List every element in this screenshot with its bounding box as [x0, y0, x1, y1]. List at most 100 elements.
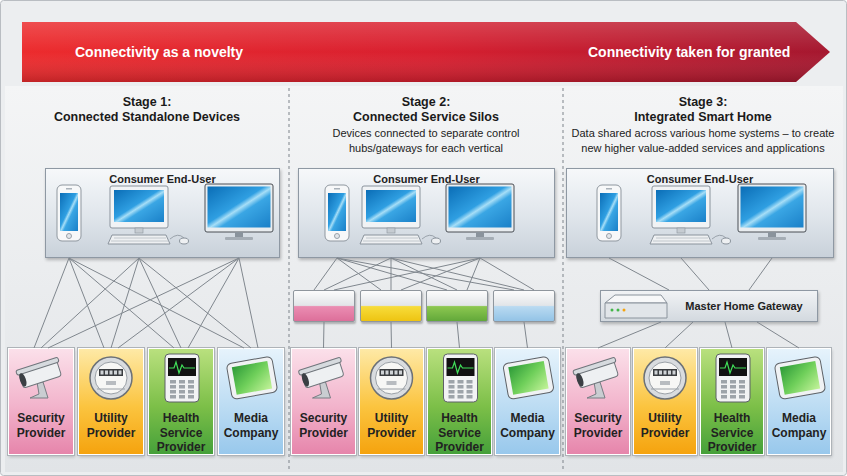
banner-arrow: Connectivity as a novelty Connectivity ta…: [22, 22, 830, 82]
meter-icon: [644, 357, 686, 399]
connector-line: [323, 322, 325, 348]
consumer-box: Consumer End-User: [45, 168, 280, 258]
gateway-box: [293, 290, 355, 322]
desktop-computer-icon: [108, 186, 189, 244]
stage-panel: Stage 2:Connected Service SilosDevices c…: [289, 88, 563, 470]
provider-box: Media Company: [767, 348, 831, 455]
connector-line: [48, 258, 239, 348]
consumer-box: Consumer End-User: [298, 168, 555, 258]
gateway-box: [426, 290, 488, 322]
provider-box: Security Provider: [566, 348, 630, 455]
tablet-icon: [503, 356, 555, 399]
connector-line: [524, 322, 528, 348]
connector-line: [681, 258, 709, 290]
connector-line: [118, 258, 239, 348]
desktop-computer-icon: [650, 186, 731, 244]
connector-line: [391, 258, 457, 290]
provider-box: Health Service Provider: [700, 348, 764, 455]
banner-label: Connectivity taken for granted: [588, 22, 790, 82]
connector-line: [337, 258, 514, 290]
provider-box: Utility Provider: [78, 348, 144, 455]
connector-line: [324, 258, 391, 290]
connector-line: [139, 258, 181, 348]
master-gateway-box: Master Home Gateway: [600, 290, 818, 322]
monitor-icon: [738, 184, 806, 240]
banner-arrow-fill: [22, 22, 830, 82]
box-label: Consumer End-User: [567, 169, 833, 186]
connector-line: [337, 258, 381, 290]
provider-box: Utility Provider: [633, 348, 697, 455]
desktop-computer-icon: [360, 186, 441, 244]
provider-label: Utility Provider: [79, 411, 143, 440]
device-icons: [57, 184, 806, 244]
consumer-box: Consumer End-User: [566, 168, 834, 258]
connector-line: [239, 258, 258, 348]
stage-panel: Stage 3:Integrated Smart HomeData shared…: [563, 88, 843, 470]
stage-heading: Connected Service Silos: [289, 110, 563, 125]
camera-icon: [298, 357, 346, 398]
connector-line: [334, 258, 480, 290]
stage-panel: Stage 1:Connected Standalone DevicesCons…: [5, 88, 289, 470]
connector-line: [725, 322, 732, 348]
stage-background: [5, 86, 843, 472]
connector-line: [314, 258, 337, 290]
stage-heading: Connected Standalone Devices: [5, 110, 289, 125]
stage-separator: [289, 88, 290, 470]
connector-line: [401, 258, 480, 290]
provider-label: Utility Provider: [634, 411, 696, 440]
camera-icon: [573, 357, 621, 398]
provider-label: Media Company: [496, 411, 559, 440]
provider-label: Media Company: [768, 411, 830, 440]
banner-label: Connectivity as a novelty: [75, 22, 243, 82]
connector-line: [749, 258, 772, 290]
connector-line: [69, 258, 104, 348]
connector-line: [665, 322, 693, 348]
provider-box: Security Provider: [8, 348, 74, 455]
provider-box: Health Service Provider: [427, 348, 492, 455]
gateway-box: [360, 290, 422, 322]
connector-line: [41, 258, 139, 348]
smartphone-icon: [597, 185, 621, 241]
tablet-icon: [226, 356, 278, 399]
connector-line: [34, 258, 69, 348]
connector-line: [139, 258, 251, 348]
stage-heading: Stage 1:: [5, 95, 289, 110]
meter-icon: [371, 357, 413, 399]
provider-label: Health Service Provider: [149, 411, 213, 455]
connector-line: [111, 258, 139, 348]
provider-box: Utility Provider: [359, 348, 424, 455]
banner-arrow-shade: [22, 22, 830, 82]
camera-icon: [16, 357, 64, 398]
provider-box: Media Company: [495, 348, 560, 455]
stage-heading: Stage 3:: [563, 95, 843, 110]
gateway-box: [493, 290, 555, 322]
connector-line: [480, 258, 534, 290]
connector-line: [188, 258, 239, 348]
connector-line: [467, 258, 480, 290]
box-label: Consumer End-User: [46, 169, 279, 186]
smartphone-icon: [57, 185, 81, 241]
connector-line: [598, 322, 661, 348]
connector-line: [391, 258, 392, 290]
provider-box: Media Company: [218, 348, 284, 455]
provider-label: Security Provider: [9, 411, 73, 440]
gateway-label: Master Home Gateway: [671, 291, 817, 321]
provider-label: Health Service Provider: [701, 411, 763, 455]
health-device-icon: [165, 354, 199, 402]
meter-icon: [90, 357, 132, 399]
monitor-icon: [446, 184, 514, 240]
connector-line: [337, 258, 447, 290]
connector-line: [609, 258, 669, 290]
connector-line: [457, 322, 460, 348]
stage-heading: Integrated Smart Home: [563, 110, 843, 125]
provider-box: Security Provider: [291, 348, 356, 455]
provider-label: Media Company: [219, 411, 283, 440]
provider-label: Health Service Provider: [428, 411, 491, 455]
connector-line: [69, 258, 174, 348]
provider-label: Security Provider: [292, 411, 355, 440]
provider-icons: [16, 354, 826, 402]
